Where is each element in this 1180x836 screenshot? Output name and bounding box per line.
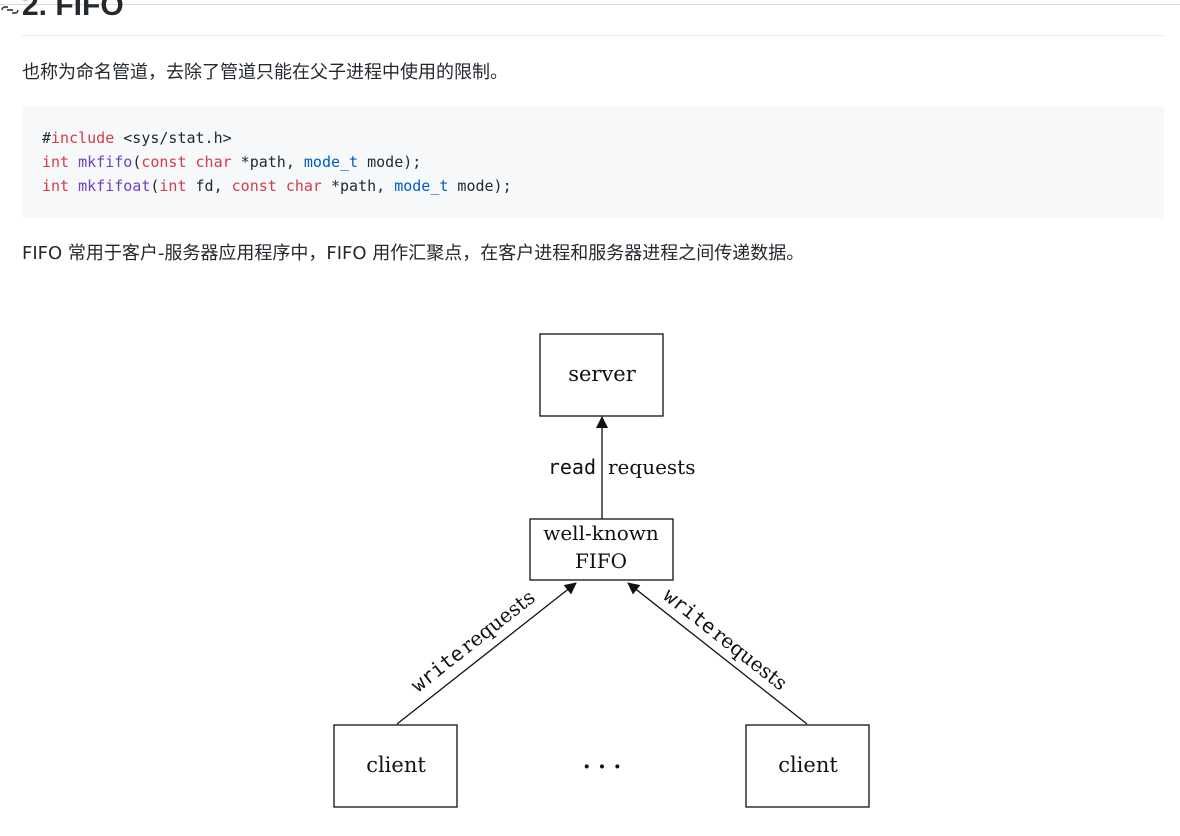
- code-type: char: [285, 177, 322, 195]
- code-header: <sys/stat.h>: [114, 129, 232, 147]
- write-word-left: write: [406, 641, 468, 697]
- write-arrow-right: [627, 582, 808, 725]
- client-label-left: client: [366, 753, 426, 777]
- code-directive: #: [42, 129, 52, 147]
- followup-paragraph: FIFO 常用于客户-服务器应用程序中，FIFO 用作汇聚点，在客户进程和服务器…: [22, 243, 805, 264]
- server-box: [539, 333, 664, 417]
- fifo-label-line2: FIFO: [575, 549, 627, 573]
- code-space: [277, 177, 286, 195]
- section-heading: 2. FIFO: [22, 0, 124, 22]
- code-function-name: mkfifoat: [78, 177, 151, 195]
- code-qualifier: const: [231, 177, 277, 195]
- fifo-box: [529, 518, 674, 581]
- code-type: int: [159, 177, 187, 195]
- code-line-mkfifo: int mkfifo(const char *path, mode_t mode…: [42, 150, 1144, 174]
- write-requests-left: requests: [456, 585, 540, 658]
- ellipsis-label: · · ·: [583, 754, 621, 780]
- write-arrow-left: [396, 582, 577, 725]
- client-box-right: [745, 724, 870, 808]
- code-param: mode);: [448, 177, 512, 195]
- link-anchor-icon[interactable]: [0, 0, 20, 22]
- read-word: read: [548, 455, 596, 479]
- code-qualifier: const: [141, 153, 187, 171]
- code-space: [187, 153, 196, 171]
- code-type: char: [195, 153, 232, 171]
- read-requests-label: requests: [608, 455, 695, 479]
- code-line-mkfifoat: int mkfifoat(int fd, const char *path, m…: [42, 174, 1144, 198]
- heading-underline: [22, 35, 1164, 36]
- code-block: #include <sys/stat.h> int mkfifo(const c…: [22, 106, 1164, 218]
- code-paren: (: [132, 153, 142, 171]
- write-label-left: writerequests: [406, 585, 539, 697]
- server-label: server: [568, 362, 637, 386]
- write-requests-right: requests: [709, 622, 793, 695]
- client-label-right: client: [778, 753, 838, 777]
- code-param: *path,: [231, 153, 304, 171]
- fifo-label-line1: well-known: [543, 521, 659, 545]
- client-box-left: [333, 724, 458, 808]
- read-label: read: [548, 455, 596, 479]
- code-type: mode_t: [394, 177, 449, 195]
- code-paren: (: [150, 177, 160, 195]
- intro-paragraph: 也称为命名管道，去除了管道只能在父子进程中使用的限制。: [22, 62, 508, 83]
- top-divider: [0, 4, 1180, 5]
- code-keyword: include: [51, 129, 115, 147]
- code-type: mode_t: [303, 153, 359, 171]
- write-label-right: writerequests: [659, 583, 792, 695]
- code-param: mode);: [358, 153, 422, 171]
- code-line-include: #include <sys/stat.h>: [42, 126, 1144, 150]
- code-param: *path,: [321, 177, 395, 195]
- code-return-type: int: [42, 177, 70, 195]
- code-param: fd,: [186, 177, 232, 195]
- code-function-name: mkfifo: [78, 153, 133, 171]
- write-word-right: write: [659, 583, 721, 639]
- code-return-type: int: [42, 153, 70, 171]
